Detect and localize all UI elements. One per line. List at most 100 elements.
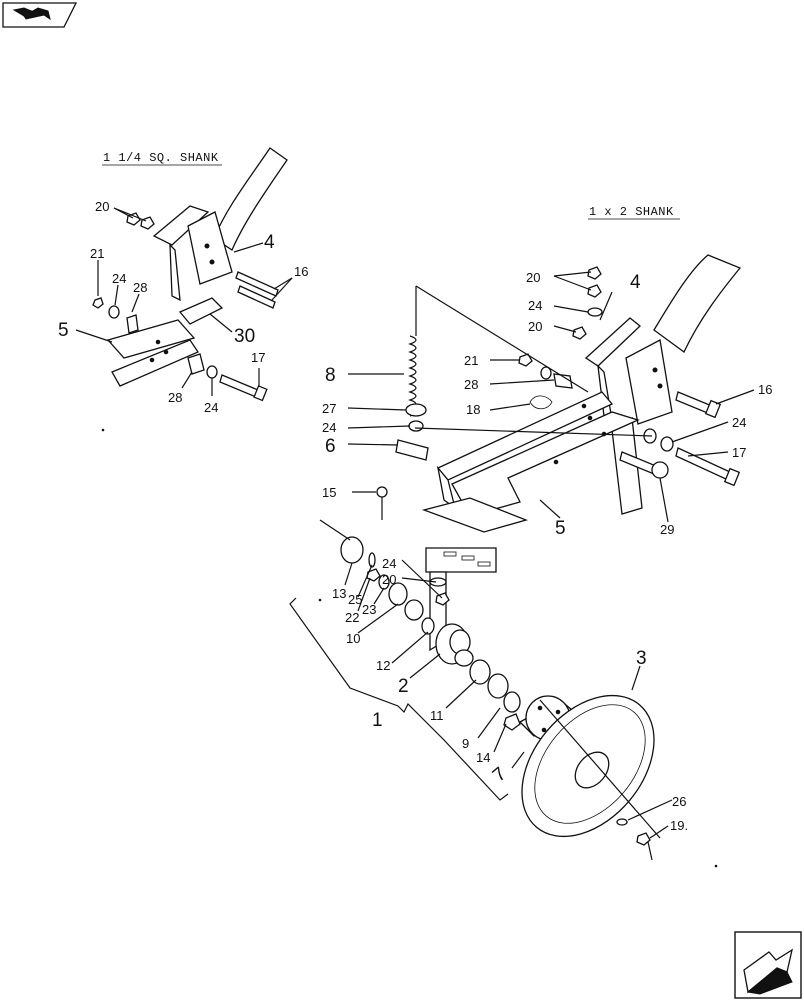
callout-20: 20: [95, 199, 109, 214]
nut: [587, 284, 602, 298]
callout-9: 9: [462, 736, 469, 751]
nut: [636, 832, 651, 846]
bracket-side: [169, 243, 181, 302]
header-small-shank: 1 1/4 SQ. SHANK: [103, 151, 219, 165]
large-shank-assembly: [289, 254, 742, 846]
callout-17: 17: [251, 350, 265, 365]
callout-24: 24: [732, 415, 746, 430]
washer: [108, 305, 120, 319]
bearing-cup: [404, 599, 424, 621]
nut: [92, 297, 104, 309]
callout-26: 26: [672, 794, 686, 809]
bolt-head: [651, 461, 669, 479]
pin: [395, 439, 429, 461]
bracket-top: [152, 205, 210, 246]
callout-25: 25: [348, 592, 362, 607]
callout-6: 6: [325, 436, 336, 457]
shank: [653, 254, 742, 353]
frame-bar-lower: [111, 339, 199, 387]
callout-4: 4: [264, 232, 275, 253]
bearing-cup: [469, 659, 491, 685]
spring-cup: [405, 403, 427, 417]
callout-16: 16: [758, 382, 772, 397]
callout-15: 15: [322, 485, 336, 500]
group-bracket: [289, 597, 509, 801]
callout-24: 24: [528, 298, 542, 313]
spacer: [553, 373, 573, 389]
callout-24: 24: [204, 400, 218, 415]
right-leaders: [319, 271, 755, 861]
callout-19: 19.: [670, 818, 688, 833]
washer: [429, 577, 447, 587]
small-shank-assembly: [92, 147, 288, 402]
callout-3: 3: [636, 648, 647, 669]
callout-24: 24: [382, 556, 396, 571]
dust-cap: [340, 536, 364, 564]
callout-28: 28: [168, 390, 182, 405]
carriage-bolt: [376, 486, 388, 498]
callout-29: 29: [660, 522, 674, 537]
bracket-plate: [625, 339, 673, 425]
spring: [408, 335, 417, 417]
bolt: [237, 285, 276, 309]
spacer: [126, 314, 139, 334]
washer: [616, 818, 628, 826]
hub-bracket-top: [425, 547, 497, 573]
callout-2: 2: [398, 676, 409, 697]
callout-21: 21: [90, 246, 104, 261]
callout-5: 5: [58, 320, 69, 341]
next-page-arrow-icon[interactable]: [734, 931, 802, 999]
seal: [421, 617, 435, 635]
washer: [587, 307, 603, 317]
bracket-plate: [187, 211, 233, 285]
header-large-shank: 1 x 2 SHANK: [589, 205, 674, 219]
nut: [140, 216, 155, 230]
shank: [213, 147, 288, 251]
left-leaders: [75, 207, 293, 396]
bearing-cone: [487, 673, 509, 699]
bolt-head: [704, 399, 722, 419]
frame-arm-foot: [421, 497, 529, 533]
callout-20: 20: [528, 319, 542, 334]
callout-27: 27: [322, 401, 336, 416]
callout-22: 22: [345, 610, 359, 625]
nut: [587, 266, 602, 280]
callout-24: 24: [322, 420, 336, 435]
bolt-head: [253, 385, 268, 402]
callout-14: 14: [476, 750, 490, 765]
callout-17: 17: [732, 445, 746, 460]
callout-21: 21: [464, 353, 478, 368]
callout-16: 16: [294, 264, 308, 279]
frame-bar: [106, 319, 196, 359]
clip: [529, 395, 553, 410]
cotter-pin: [368, 552, 376, 568]
callout-28: 28: [133, 280, 147, 295]
nut: [572, 326, 587, 340]
callout-8: 8: [325, 365, 336, 386]
callout-30: 30: [234, 326, 255, 347]
bolt-head: [723, 467, 741, 487]
callout-11: 11: [430, 708, 444, 723]
plate: [178, 297, 224, 325]
bolt: [219, 374, 259, 398]
callout-12: 12: [376, 658, 390, 673]
callout-24: 24: [112, 271, 126, 286]
washer: [206, 365, 218, 379]
callout-20: 20: [526, 270, 540, 285]
bearing-cone: [388, 582, 408, 606]
seal: [454, 649, 474, 667]
spacer: [187, 353, 205, 375]
washer: [660, 436, 674, 452]
callout-28: 28: [464, 377, 478, 392]
bolt: [503, 713, 521, 731]
washer: [408, 420, 424, 432]
callout-1: 1: [372, 710, 383, 731]
callout-20: 20: [382, 572, 396, 587]
bracket-top: [584, 317, 641, 367]
book-arrow-icon[interactable]: [2, 2, 78, 28]
nut: [126, 212, 141, 226]
washer: [540, 366, 552, 380]
callout-23: 23: [362, 602, 376, 617]
